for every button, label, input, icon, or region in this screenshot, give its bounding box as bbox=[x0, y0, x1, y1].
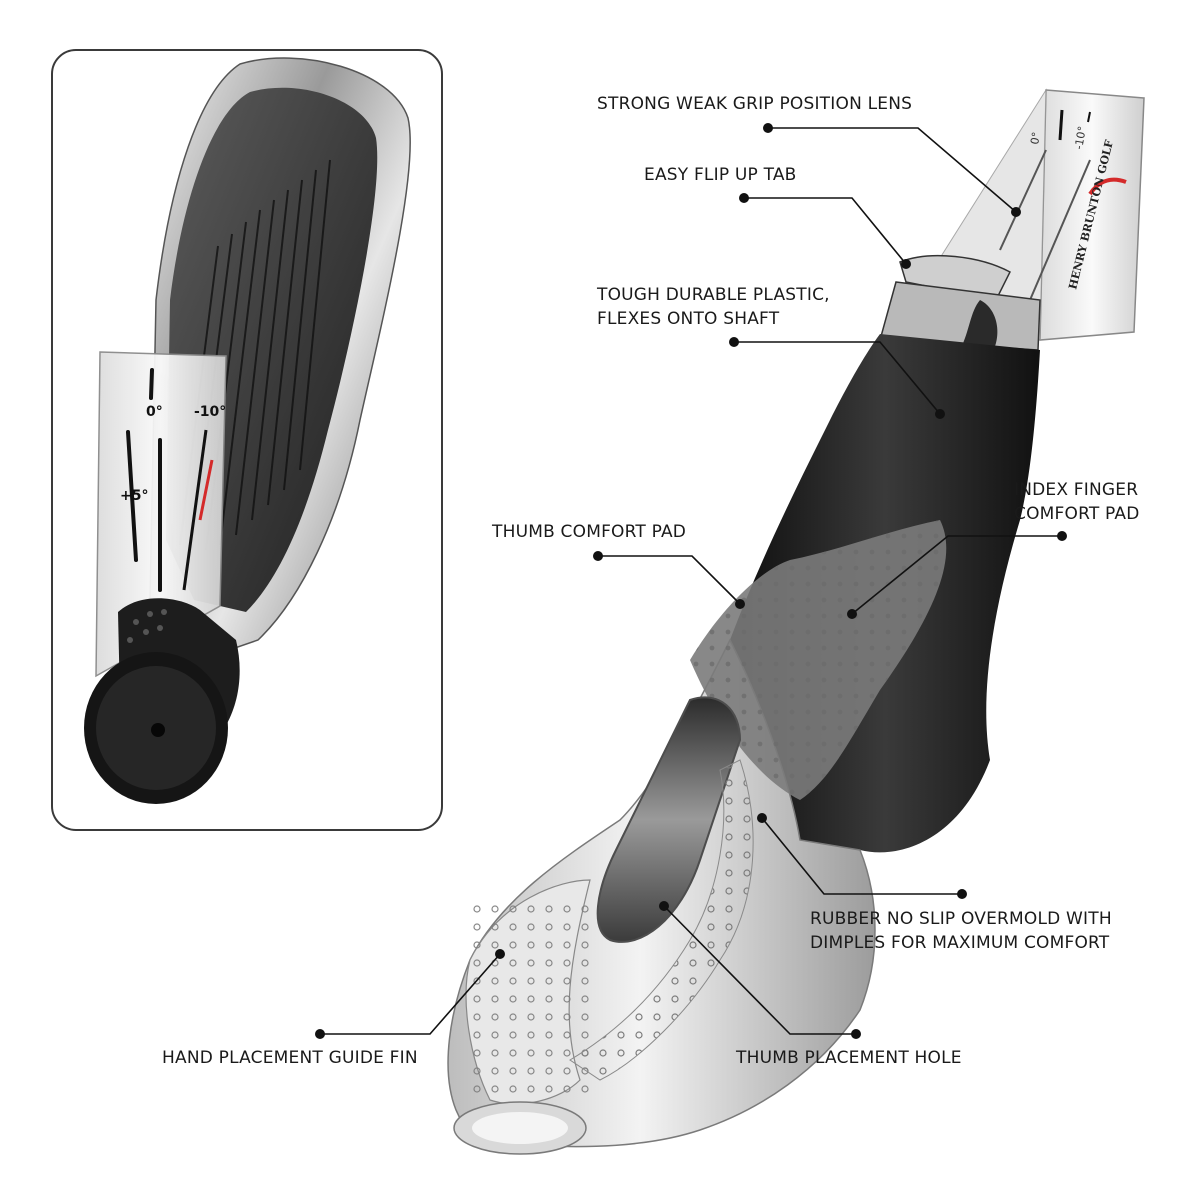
callout-thumb-hole-text: THUMB PLACEMENT HOLE bbox=[736, 1048, 962, 1068]
callout-durable-plastic: TOUGH DURABLE PLASTIC, FLEXES ONTO SHAFT bbox=[597, 283, 830, 331]
callout-thumb-hole: THUMB PLACEMENT HOLE bbox=[736, 1046, 962, 1070]
callout-plastic-line2: FLEXES ONTO SHAFT bbox=[597, 309, 780, 329]
callout-plastic-line1: TOUGH DURABLE PLASTIC, bbox=[597, 285, 830, 305]
callout-index-line1: INDEX FINGER bbox=[1014, 480, 1139, 500]
lens-zero-degree: 0° bbox=[1028, 131, 1043, 146]
flip-up-tab bbox=[899, 254, 1011, 301]
callout-index-finger-pad: INDEX FINGER COMFORT PAD bbox=[1014, 478, 1140, 526]
callout-flip-up-tab: EASY FLIP UP TAB bbox=[644, 163, 797, 187]
callout-rubber-line1: RUBBER NO SLIP OVERMOLD WITH bbox=[810, 909, 1112, 929]
callout-grip-position-lens: STRONG WEAK GRIP POSITION LENS bbox=[597, 92, 912, 116]
leader-lines bbox=[320, 127, 1062, 1035]
thumb-placement-hole bbox=[596, 696, 742, 943]
grip-trainer: 0° -10° HENRY BRUNTON GOLF bbox=[447, 88, 1145, 1155]
callout-guide-fin: HAND PLACEMENT GUIDE FIN bbox=[162, 1046, 418, 1070]
inset-zero-degree: 0° bbox=[146, 404, 163, 420]
callout-thumb-pad-text: THUMB COMFORT PAD bbox=[492, 522, 687, 542]
callout-guide-fin-text: HAND PLACEMENT GUIDE FIN bbox=[162, 1048, 418, 1068]
callout-rubber-overmold: RUBBER NO SLIP OVERMOLD WITH DIMPLES FOR… bbox=[810, 907, 1112, 955]
leader-dots bbox=[315, 123, 1067, 1039]
callout-thumb-comfort-pad: THUMB COMFORT PAD bbox=[492, 520, 686, 544]
callout-lens-text: STRONG WEAK GRIP POSITION LENS bbox=[597, 94, 913, 114]
callout-tab-text: EASY FLIP UP TAB bbox=[644, 165, 797, 185]
inset-plus-five-degree: +5° bbox=[120, 488, 148, 504]
inset-minus-ten-degree: -10° bbox=[194, 404, 226, 420]
inset-photo-panel: 0° -10° +5° bbox=[51, 49, 443, 831]
lens-minus-ten-degree: -10° bbox=[1072, 125, 1089, 150]
callout-index-line2: COMFORT PAD bbox=[1014, 504, 1140, 524]
callout-rubber-line2: DIMPLES FOR MAXIMUM COMFORT bbox=[810, 933, 1110, 953]
